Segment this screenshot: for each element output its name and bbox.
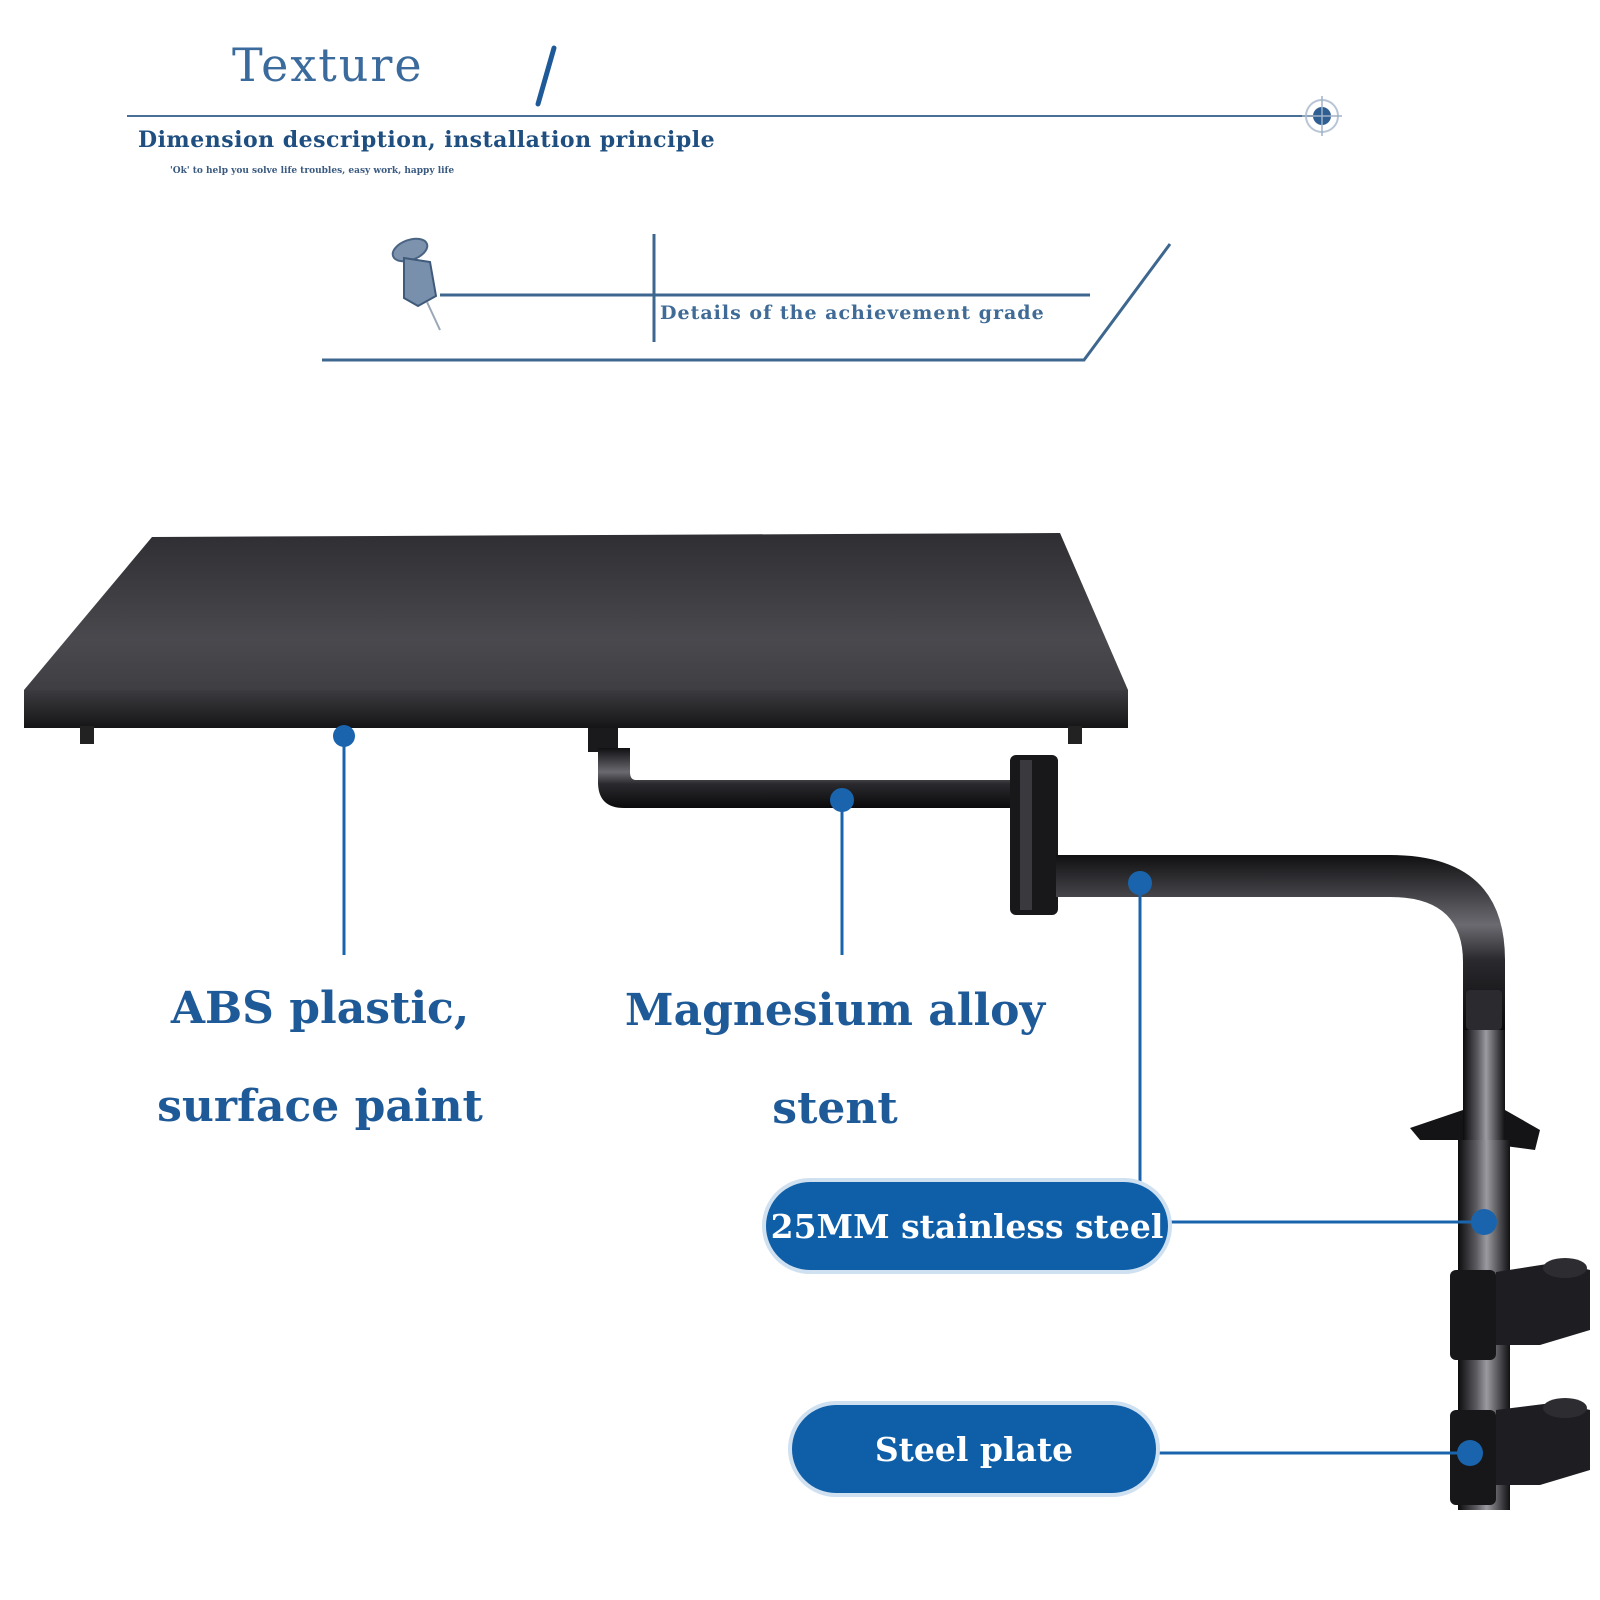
slash-accent [535,45,557,107]
callout-steel-plate: Steel plate [792,1405,1156,1493]
callout-dot-abs [333,725,355,747]
support-arm [588,728,1590,1510]
header-decoration [127,45,1342,362]
callout-magnesium: Magnesium alloy stent [600,962,1070,1158]
callout-dot-plate [1457,1440,1483,1466]
callout-stainless-steel: 25MM stainless steel [766,1182,1168,1270]
callout-magnesium-line1: Magnesium alloy [624,985,1046,1036]
callout-magnesium-line2: stent [772,1083,898,1134]
callout-abs-plastic: ABS plastic, surface paint [120,960,520,1156]
details-caption: Details of the achievement grade [660,302,1045,324]
header-title: Texture [232,38,424,92]
callout-dot-stainless [1471,1209,1497,1235]
pushpin-icon [391,237,441,331]
details-bracket [322,243,1172,362]
callout-leaders [333,725,1497,1466]
callout-dot-magnesium [830,788,854,812]
header-tagline: 'Ok' to help you solve life troubles, ea… [170,166,455,176]
header-subtitle: Dimension description, installation prin… [138,127,716,153]
keyboard-tray-board [24,533,1128,744]
callout-abs-line1: ABS plastic, [170,983,470,1034]
crosshair-target-icon [1302,96,1342,136]
callout-abs-line2: surface paint [157,1081,483,1132]
callout-dot-tube [1128,871,1152,895]
